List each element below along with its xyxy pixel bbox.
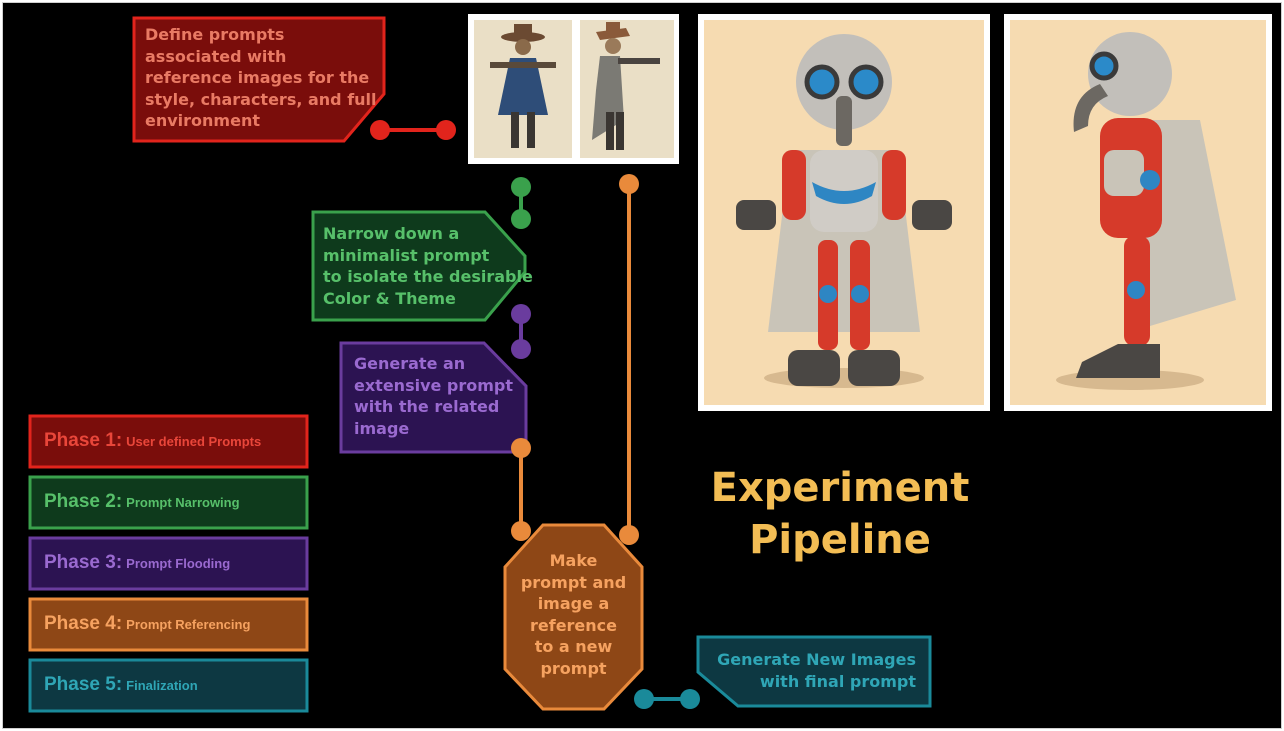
step-generate-line: Generate an <box>354 354 466 373</box>
figure-title-line2: Pipeline <box>749 517 931 563</box>
legend-phase1: Phase 1:User defined Prompts <box>44 430 261 452</box>
legend-phase3-number: Phase 3: <box>44 552 123 573</box>
legend-phase1-label: User defined Prompts <box>126 434 262 449</box>
step-narrow-line: minimalist prompt <box>323 245 490 265</box>
legend-phase3-box <box>28 536 309 591</box>
connector-phase4-right <box>619 174 639 545</box>
legend-phase2-number: Phase 2: <box>44 491 123 512</box>
legend-phase3-label: Prompt Flooding <box>126 556 231 571</box>
step-final-text: Generate New Images with final prompt <box>700 649 916 692</box>
cowboy-character-front-image <box>474 20 572 158</box>
step-reference-line: prompt <box>540 658 607 678</box>
robot-character-front-image <box>704 20 984 405</box>
legend-phase4-label: Prompt Referencing <box>126 617 251 632</box>
step-generate-box <box>339 341 528 454</box>
step-define-line: Define prompts <box>145 25 285 44</box>
legend-phase4: Phase 4:Prompt Referencing <box>44 613 250 635</box>
legend-phase2-box <box>28 475 309 530</box>
robot-character-side-image <box>1010 20 1266 405</box>
legend-phase1-number: Phase 1: <box>44 430 123 451</box>
step-reference-box <box>503 523 644 711</box>
step-reference-text: Make prompt and image a reference to a n… <box>505 550 642 679</box>
step-reference-line: Make <box>549 551 598 570</box>
step-define-line: associated with <box>145 46 287 66</box>
legend-phase4-box <box>28 597 309 652</box>
step-define-box <box>132 16 386 143</box>
legend-phase4-number: Phase 4: <box>44 613 123 634</box>
legend-phase2: Phase 2:Prompt Narrowing <box>44 491 240 513</box>
step-narrow-box <box>311 210 527 322</box>
legend-phase5-label: Finalization <box>126 678 198 693</box>
step-define-line: reference images for the <box>145 68 370 87</box>
connector-phase2-top <box>511 177 531 229</box>
legend-phase1-box <box>28 414 309 469</box>
figure-title-line1: Experiment <box>710 465 970 511</box>
step-narrow-line: to isolate the desirable <box>323 267 533 286</box>
step-generate-line: extensive prompt <box>354 375 514 395</box>
step-final-box <box>696 635 932 708</box>
step-narrow-line: Narrow down a <box>323 224 460 243</box>
cowboy-character-side-image <box>580 20 674 158</box>
step-generate-line: image <box>354 418 410 438</box>
legend-phase5-box <box>28 658 309 713</box>
step-reference-line: reference <box>529 615 618 635</box>
connector-phase5 <box>634 689 700 709</box>
legend-phase5: Phase 5:Finalization <box>44 674 198 696</box>
connector-phase1 <box>370 120 456 140</box>
step-final-line: with final prompt <box>759 671 916 691</box>
connector-phase3-top <box>511 304 531 359</box>
figure-title: Experiment Pipeline <box>690 462 990 566</box>
step-reference-line: prompt and <box>520 572 627 592</box>
connector-phase4-left <box>511 438 531 541</box>
step-narrow-line: Color & Theme <box>323 288 456 308</box>
step-reference-line: to a new <box>534 637 613 656</box>
legend-phase5-number: Phase 5: <box>44 674 123 695</box>
step-define-line: environment <box>145 111 260 130</box>
step-generate-line: with the related <box>354 397 500 416</box>
step-reference-line: image a <box>537 594 610 613</box>
step-generate-text: Generate an extensive prompt with the re… <box>354 353 513 439</box>
step-define-line: style, characters, and full <box>145 89 377 109</box>
step-define-text: Define prompts associated with reference… <box>145 24 377 132</box>
step-final-line: Generate New Images <box>717 650 916 669</box>
legend-phase2-label: Prompt Narrowing <box>126 495 240 510</box>
legend-phase3: Phase 3:Prompt Flooding <box>44 552 230 574</box>
step-narrow-text: Narrow down a minimalist prompt to isola… <box>323 223 533 309</box>
